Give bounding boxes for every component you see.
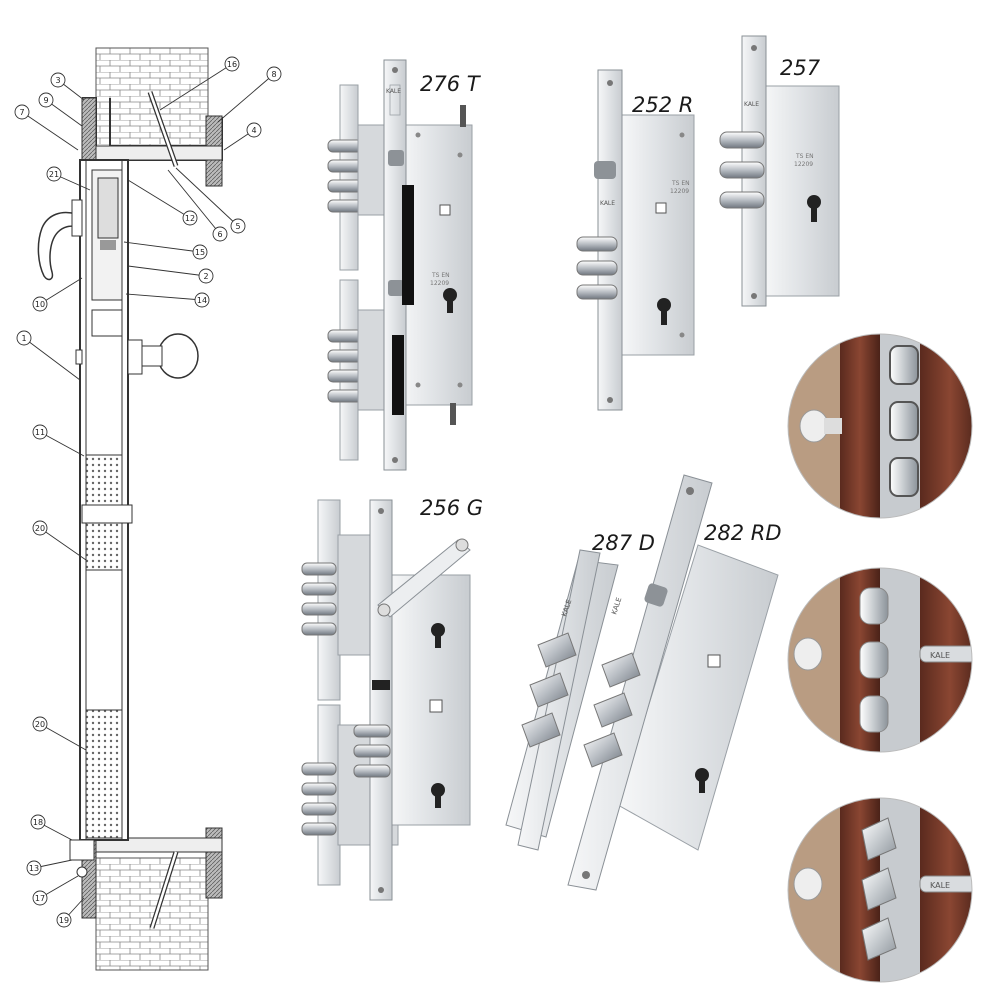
callout-numbers: 16 8 3 9 7 4 21 5 6 12 15 2 14 10 1 11 2…: [19, 60, 276, 925]
kale-mark: KALE: [386, 88, 401, 95]
model-label-276t: 276 T: [420, 72, 480, 96]
lock-287d-282rd: KALE KALE: [498, 465, 788, 905]
svg-text:KALE: KALE: [610, 596, 623, 615]
lock-276t: TS EN 12209 KALE: [320, 55, 480, 475]
svg-text:4: 4: [251, 126, 256, 135]
svg-text:16: 16: [227, 60, 237, 69]
svg-text:TS EN: TS EN: [431, 272, 450, 279]
svg-text:14: 14: [197, 296, 207, 305]
svg-text:5: 5: [235, 222, 240, 231]
svg-text:3: 3: [55, 76, 60, 85]
bottom-wall-brick: [95, 857, 209, 971]
svg-text:TS EN: TS EN: [795, 153, 814, 160]
svg-text:15: 15: [195, 248, 205, 257]
svg-text:10: 10: [35, 300, 45, 309]
knob: [157, 333, 199, 379]
model-label-287d: 287 D: [592, 531, 655, 555]
svg-text:8: 8: [271, 70, 276, 79]
lever-handle: [37, 211, 77, 281]
view-flat-bolts: [780, 326, 980, 526]
model-label-257: 257: [780, 56, 821, 80]
svg-text:1: 1: [21, 334, 26, 343]
svg-text:2: 2: [203, 272, 208, 281]
door-section-diagram: 16 8 3 9 7 4 21 5 6 12 15 2 14 10 1 11 2…: [0, 0, 300, 1000]
door-section-drawing: 16 8 3 9 7 4 21 5 6 12 15 2 14 10 1 11 2…: [14, 47, 282, 971]
svg-text:KALE: KALE: [744, 101, 759, 108]
model-label-256g: 256 G: [420, 496, 484, 520]
svg-text:12209: 12209: [794, 161, 813, 168]
view-angled-bolts: KALE: [780, 790, 980, 990]
svg-text:7: 7: [19, 108, 24, 117]
svg-text:20: 20: [35, 720, 45, 729]
svg-text:KALE: KALE: [930, 881, 950, 890]
svg-text:11: 11: [35, 428, 45, 437]
svg-text:19: 19: [59, 916, 69, 925]
lock-256g: [298, 495, 483, 905]
view-round-bolts: KALE: [780, 560, 980, 760]
svg-text:12: 12: [185, 214, 195, 223]
lock-276t-drawing: TS EN 12209 KALE: [327, 59, 473, 471]
svg-text:12209: 12209: [670, 188, 689, 195]
svg-text:20: 20: [35, 524, 45, 533]
svg-text:6: 6: [217, 230, 222, 239]
model-label-252r: 252 R: [632, 93, 694, 117]
model-label-282rd: 282 RD: [704, 521, 782, 545]
svg-text:13: 13: [29, 864, 39, 873]
svg-text:18: 18: [33, 818, 43, 827]
svg-text:TS EN: TS EN: [671, 180, 690, 187]
lock-252r: TS EN 12209 KALE: [572, 65, 702, 415]
svg-text:21: 21: [49, 170, 59, 179]
svg-text:12209: 12209: [430, 280, 449, 287]
svg-text:KALE: KALE: [600, 200, 615, 207]
svg-text:KALE: KALE: [930, 651, 950, 660]
callout-markers: [14, 56, 282, 928]
lock-257: TS EN 12209 KALE: [718, 34, 843, 309]
svg-text:17: 17: [35, 894, 45, 903]
svg-text:9: 9: [43, 96, 48, 105]
